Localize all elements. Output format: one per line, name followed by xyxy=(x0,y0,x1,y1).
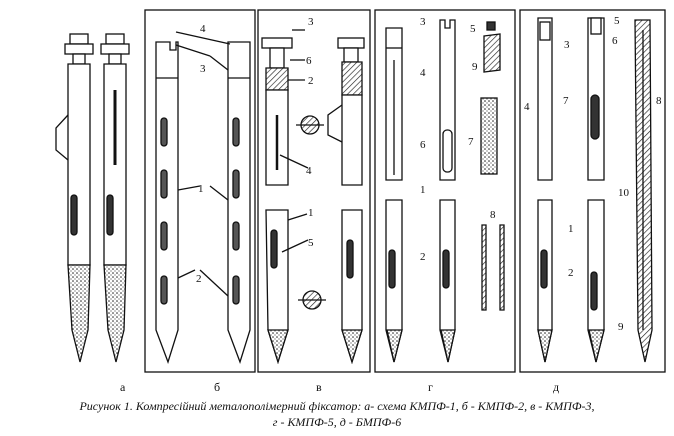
part-number: 5 xyxy=(470,23,476,35)
part-number: 9 xyxy=(618,321,624,333)
panel-b-drawing xyxy=(155,31,251,365)
part-number: 8 xyxy=(656,95,662,107)
panel-label-a: а xyxy=(120,380,126,394)
part-number: 4 xyxy=(524,101,530,113)
part-number: 1 xyxy=(420,184,426,196)
panel-v-drawing xyxy=(261,29,365,365)
part-number: 3 xyxy=(564,39,570,51)
panel-label-d: д xyxy=(553,380,560,394)
part-number: 1 xyxy=(198,183,204,195)
part-number: 2 xyxy=(308,75,314,87)
part-number: 3 xyxy=(308,16,314,28)
part-number: 4 xyxy=(200,23,206,35)
part-number: 2 xyxy=(568,267,574,279)
figure-caption-line-1: Рисунок 1. Компресійний металополімерний… xyxy=(79,399,595,413)
panel-label-v: в xyxy=(316,380,322,394)
part-number: 6 xyxy=(306,55,312,67)
part-number: 7 xyxy=(563,95,569,107)
part-number: 6 xyxy=(612,35,618,47)
part-number: 10 xyxy=(618,187,630,199)
part-number: 8 xyxy=(490,209,496,221)
part-number: 5 xyxy=(308,237,314,249)
part-number: 4 xyxy=(420,67,426,79)
part-number: 2 xyxy=(196,273,202,285)
part-number: 4 xyxy=(306,165,312,177)
part-number: 3 xyxy=(420,16,426,28)
panel-g-drawing xyxy=(385,19,505,363)
part-numbers: 4 3 1 2 3 6 2 4 1 5 3 4 6 1 2 5 9 7 8 4 … xyxy=(196,15,662,333)
part-number: 5 xyxy=(614,15,620,27)
part-number: 6 xyxy=(420,139,426,151)
part-number: 9 xyxy=(472,61,478,73)
part-number: 3 xyxy=(200,63,206,75)
part-number: 7 xyxy=(468,136,474,148)
panel-label-b: б xyxy=(214,380,221,394)
panel-d-drawing xyxy=(537,17,653,363)
figure-caption-line-2: г - КМПФ-5, д - БМПФ-6 xyxy=(272,415,402,429)
panel-a-drawing xyxy=(55,33,130,363)
part-number: 2 xyxy=(420,251,426,263)
part-number: 1 xyxy=(568,223,574,235)
panel-label-g: г xyxy=(428,380,433,394)
figure-drawing: 4 3 1 2 3 6 2 4 1 5 3 4 6 1 2 5 9 7 8 4 … xyxy=(55,9,666,373)
part-number: 1 xyxy=(308,207,314,219)
